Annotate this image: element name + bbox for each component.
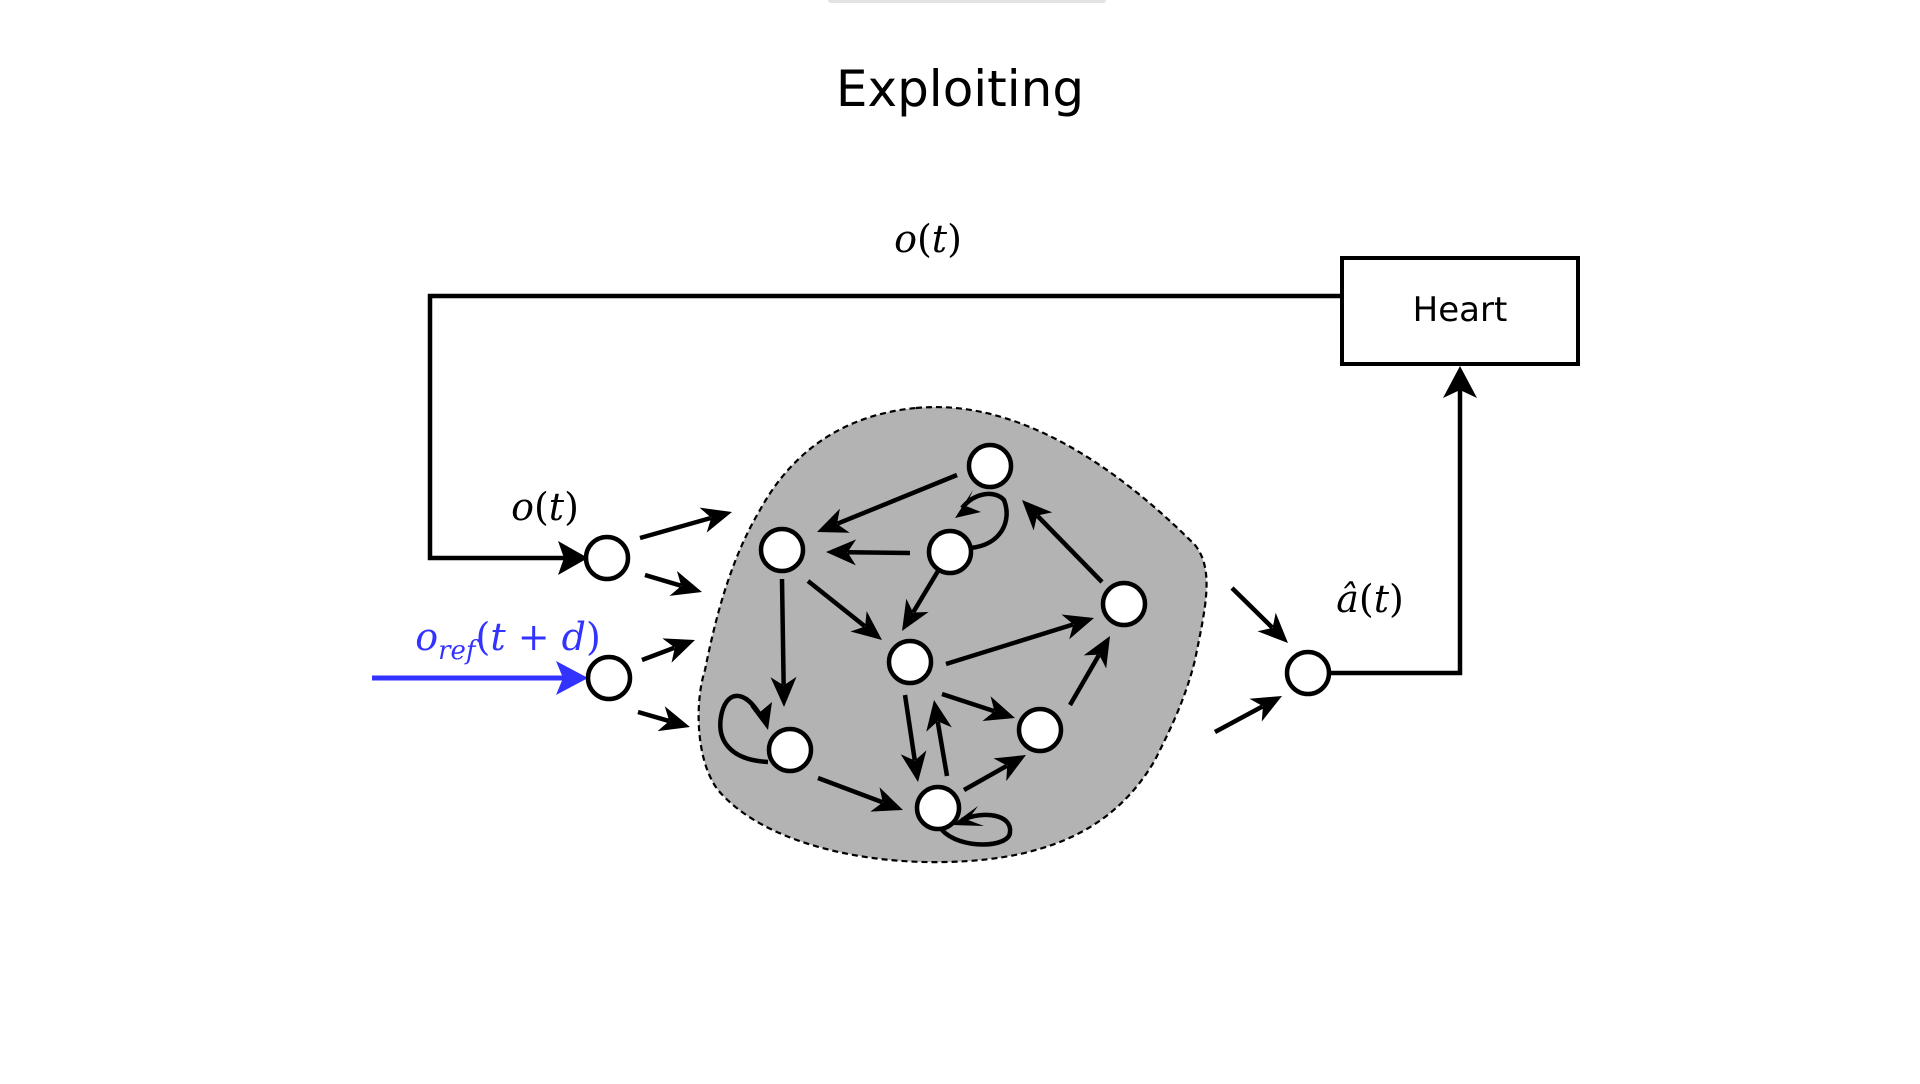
reservoir-node-1 <box>966 442 1014 490</box>
arrow-shaft-12 <box>779 578 786 686</box>
input-node-observation <box>583 534 631 582</box>
reservoir-node-8 <box>914 784 962 832</box>
label-feedback-top-close: ) <box>947 217 962 261</box>
label-feedback-top-arg: t <box>932 217 948 261</box>
reservoir-blob <box>697 405 1208 864</box>
arrowhead-13 <box>1061 614 1094 640</box>
label-feedback-top: o(t) <box>894 217 962 261</box>
arrowhead-16 <box>900 750 927 782</box>
arrow-shaft-15 <box>941 691 995 714</box>
reservoir-node-3 <box>926 528 974 576</box>
arrow-shaft-10 <box>1035 514 1104 584</box>
feedback-line <box>427 293 1342 561</box>
reservoir-node-6 <box>1016 706 1064 754</box>
self-loop-node-3-arrowhead <box>955 490 981 518</box>
label-reference-sub: ref <box>438 636 480 666</box>
top-tab-handle <box>828 0 1106 3</box>
arrow-shaft-8 <box>847 550 911 556</box>
arrow-shaft-3 <box>641 645 676 663</box>
self-loop-node-7 <box>718 693 769 765</box>
arrow-shaft-6 <box>1213 704 1264 734</box>
label-reference-open: ( <box>476 615 491 659</box>
feedback-arrowhead <box>558 541 588 575</box>
heart-box <box>1340 256 1580 366</box>
arrowhead-3 <box>662 638 695 663</box>
label-output-action-arg: t <box>1374 577 1390 621</box>
arrowhead-1 <box>699 507 732 533</box>
reservoir-node-2 <box>758 526 806 574</box>
arrow-shaft-13 <box>945 622 1074 667</box>
arrow-shaft-18 <box>817 775 884 805</box>
arrow-shaft-11 <box>806 579 867 629</box>
arrowhead-12 <box>770 676 797 707</box>
arrow-shaft-7 <box>836 472 958 526</box>
arrow-shaft-14 <box>1068 653 1101 707</box>
self-loop-node-3 <box>960 491 1009 551</box>
arrow-shaft-9 <box>911 569 940 614</box>
arrowhead-19 <box>993 755 1026 782</box>
label-input-observation-open: ( <box>534 485 549 529</box>
arrow-shaft-5 <box>1230 586 1274 630</box>
arrowhead-5 <box>1257 612 1288 643</box>
arrowhead-10 <box>1022 500 1053 531</box>
label-output-action-var: â <box>1336 577 1359 621</box>
arrow-group <box>637 472 1288 812</box>
output-node <box>1284 649 1332 697</box>
label-output-action-open: ( <box>1359 577 1374 621</box>
arrow-shaft-4 <box>637 709 670 724</box>
arrowhead-11 <box>850 611 882 640</box>
arrowhead-2 <box>669 570 702 596</box>
arrowhead-9 <box>902 598 929 631</box>
label-reference: oref(t + d) <box>415 615 601 666</box>
output-line <box>1330 380 1463 676</box>
arrow-shaft-1 <box>639 515 712 541</box>
label-output-action: â(t) <box>1336 577 1404 621</box>
self-loop-node-7-arrowhead <box>750 702 772 730</box>
arrow-shaft-2 <box>644 572 682 588</box>
arrow-shaft-17 <box>935 721 950 777</box>
arrowhead-15 <box>982 696 1015 721</box>
reservoir-node-5 <box>886 638 934 686</box>
label-input-observation: o(t) <box>511 485 579 529</box>
arrow-shaft-19 <box>962 763 1008 792</box>
label-input-observation-var: o <box>511 485 534 529</box>
output-arrowhead <box>1443 366 1477 398</box>
self-loop-node-8 <box>940 812 1013 847</box>
label-input-observation-arg: t <box>549 485 565 529</box>
arrow-shaft-16 <box>902 694 917 761</box>
arrowhead-14 <box>1083 636 1110 669</box>
arrowhead-6 <box>1249 696 1282 722</box>
arrowhead-8 <box>826 539 857 566</box>
input-node-reference <box>585 654 633 702</box>
reference-arrowhead <box>556 661 588 695</box>
label-output-action-close: ) <box>1389 577 1404 621</box>
diagram-title: Exploiting <box>836 60 1084 118</box>
arrowhead-18 <box>870 787 903 812</box>
label-reference-close: ) <box>586 615 601 659</box>
label-feedback-top-open: ( <box>917 217 932 261</box>
label-input-observation-close: ) <box>564 485 579 529</box>
reservoir-node-7 <box>766 726 814 774</box>
heart-label: Heart <box>1413 290 1508 330</box>
arrowhead-17 <box>926 700 952 732</box>
label-reference-arg: t + d <box>490 615 586 659</box>
arrowhead-4 <box>657 706 690 732</box>
self-loop-node-8-arrowhead <box>952 806 984 826</box>
label-reference-var: o <box>415 615 438 659</box>
arrowhead-7 <box>817 508 850 533</box>
label-feedback-top-var: o <box>894 217 917 261</box>
reservoir-node-4 <box>1100 580 1148 628</box>
